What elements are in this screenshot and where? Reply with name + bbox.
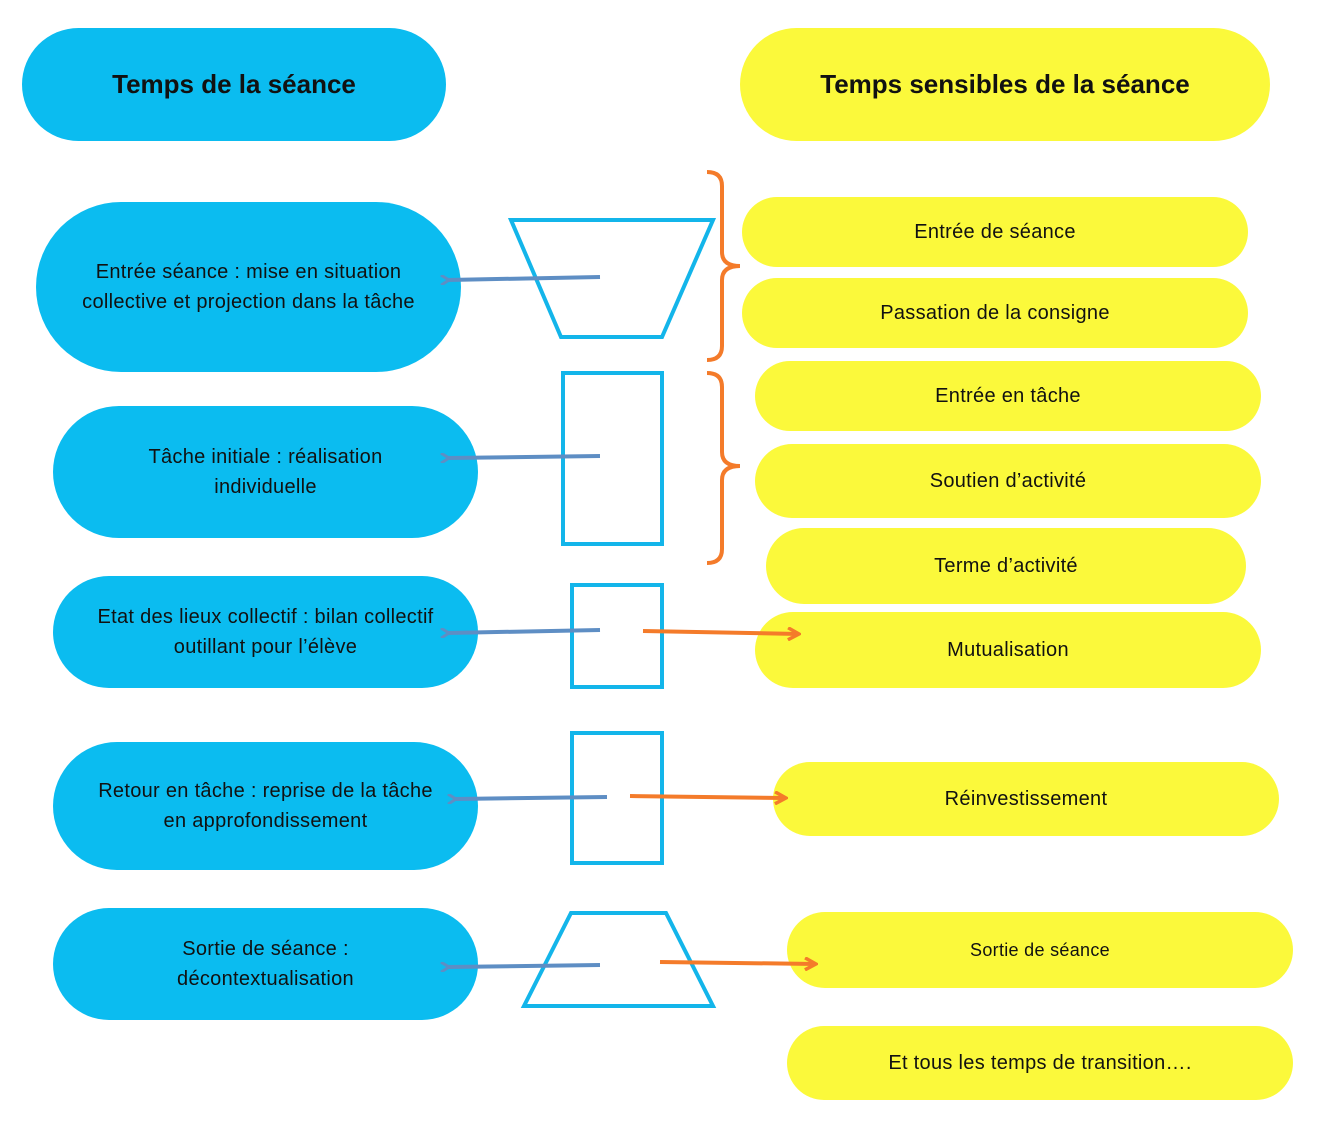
arrow-right-mutualisation (642, 631, 799, 634)
phase-retour-en-tache: Retour en tâche : reprise de la tâche en… (53, 742, 478, 870)
header-temps-seance-label: Temps de la séance (112, 69, 356, 99)
header-temps-sensibles: Temps sensibles de la séance (740, 28, 1270, 141)
phase-label: Retour en tâche : reprise de la tâche en… (98, 780, 433, 832)
phase-entree-seance: Entrée séance : mise en situation collec… (36, 202, 461, 372)
arrow-right-sortie (659, 962, 816, 964)
sensitive-label: Soutien d’activité (929, 469, 1087, 492)
sensitive-terme-activite: Terme d’activité (766, 528, 1246, 604)
sensitive-sortie-de-seance: Sortie de séance (787, 912, 1293, 988)
sensitive-label: Et tous les temps de transition…. (888, 1051, 1192, 1074)
sensitive-entree-en-tache: Entrée en tâche (755, 361, 1261, 431)
arrow-left-2 (448, 456, 601, 458)
arrow-left-3 (448, 630, 601, 633)
sensitive-label: Terme d’activité (934, 554, 1078, 577)
phase-label: Sortie de séance : décontextualisation (177, 938, 354, 990)
sensitive-label: Passation de la consigne (880, 301, 1110, 324)
funnel-bottom-shape (520, 911, 717, 1008)
phase-tache-initiale: Tâche initiale : réalisation individuell… (53, 406, 478, 538)
box-etat-des-lieux (570, 583, 664, 689)
sensitive-soutien-activite: Soutien d’activité (755, 444, 1261, 518)
sensitive-label: Entrée en tâche (935, 384, 1081, 407)
arrow-left-4 (455, 797, 608, 799)
sensitive-temps-transition: Et tous les temps de transition…. (787, 1026, 1293, 1100)
sensitive-label: Réinvestissement (944, 787, 1108, 810)
arrow-right-reinvestissement (629, 796, 786, 798)
phase-label: Entrée séance : mise en situation collec… (82, 261, 415, 313)
sensitive-label: Entrée de séance (914, 220, 1076, 243)
header-temps-sensibles-label: Temps sensibles de la séance (820, 69, 1190, 99)
phase-etat-des-lieux: Etat des lieux collectif : bilan collect… (53, 576, 478, 688)
arrow-left-5 (448, 965, 601, 967)
sensitive-reinvestissement: Réinvestissement (773, 762, 1279, 836)
sensitive-entree-de-seance: Entrée de séance (742, 197, 1248, 267)
header-temps-seance: Temps de la séance (22, 28, 446, 141)
sensitive-mutualisation: Mutualisation (755, 612, 1261, 688)
phase-label: Etat des lieux collectif : bilan collect… (97, 606, 434, 658)
box-tache-initiale (561, 371, 664, 546)
bracket-entree (706, 170, 741, 362)
phase-sortie-seance: Sortie de séance : décontextualisation (53, 908, 478, 1020)
arrow-left-1 (448, 277, 601, 280)
sensitive-label: Mutualisation (947, 638, 1069, 661)
bracket-tache (706, 371, 741, 565)
funnel-top-shape (507, 218, 717, 339)
phase-label: Tâche initiale : réalisation individuell… (148, 446, 383, 498)
sensitive-passation-consigne: Passation de la consigne (742, 278, 1248, 348)
sensitive-label: Sortie de séance (970, 939, 1110, 960)
